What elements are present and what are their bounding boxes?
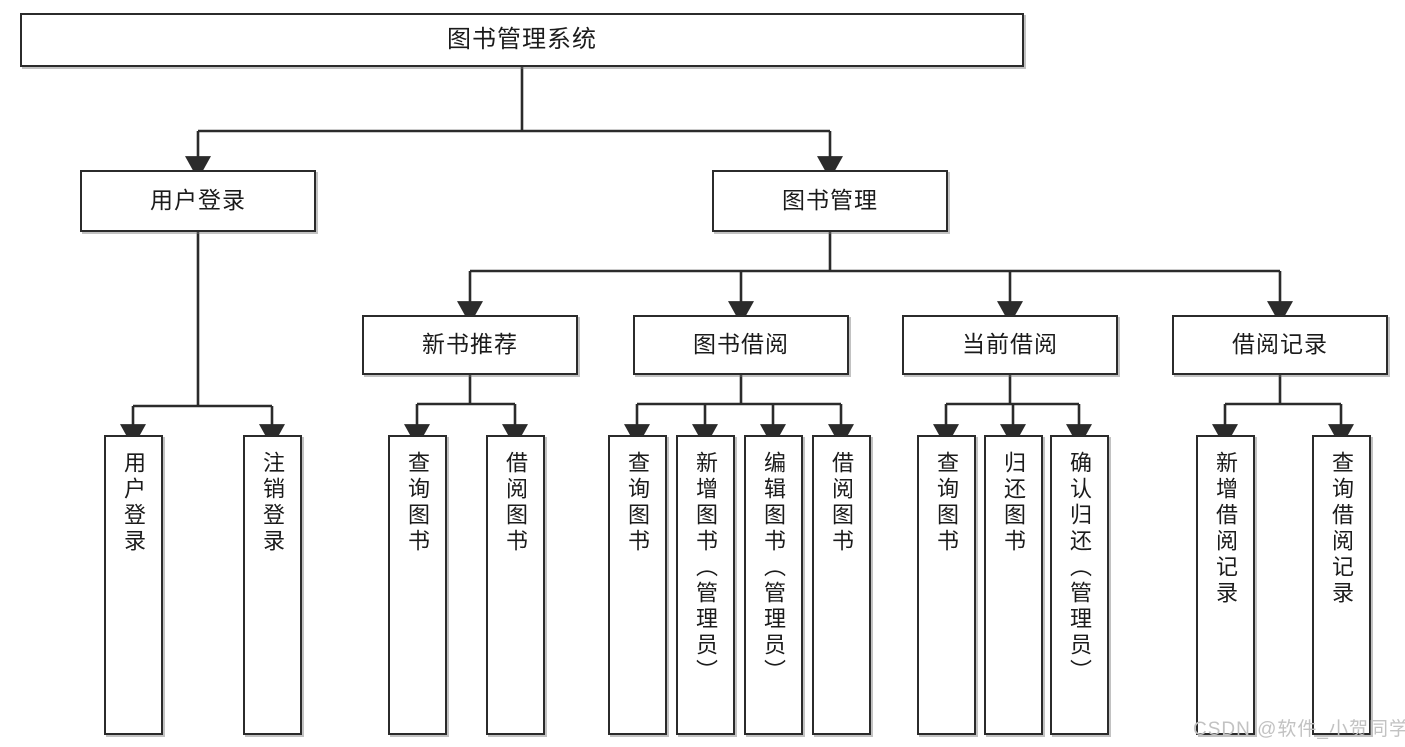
node-label: 归还图书 <box>1001 451 1027 555</box>
node-label: 确认归还（管理员） <box>1067 451 1093 685</box>
node-label: 查询图书 <box>934 451 960 555</box>
watermark: CSDN @软件_小贺同学 <box>1193 719 1405 740</box>
node-user-login[interactable]: 用户登录 <box>80 170 316 232</box>
node-label: 图书管理 <box>782 187 878 214</box>
leaf-user-login[interactable]: 用户登录 <box>104 435 163 735</box>
node-label: 用户登录 <box>150 187 246 214</box>
leaf-query-borrow-record[interactable]: 查询借阅记录 <box>1312 435 1371 735</box>
leaf-add-borrow-record[interactable]: 新增借阅记录 <box>1196 435 1255 735</box>
node-label: 查询借阅记录 <box>1329 451 1355 607</box>
leaf-query-book-borrow[interactable]: 查询图书 <box>608 435 667 735</box>
node-label: 图书借阅 <box>693 331 789 358</box>
node-current-borrow[interactable]: 当前借阅 <box>902 315 1118 375</box>
node-book-management[interactable]: 图书管理 <box>712 170 948 232</box>
node-label: 新增图书（管理员） <box>693 451 719 685</box>
node-label: 新增借阅记录 <box>1213 451 1239 607</box>
node-label: 借阅记录 <box>1232 331 1328 358</box>
node-label: 借阅图书 <box>503 451 529 555</box>
leaf-confirm-return-admin[interactable]: 确认归还（管理员） <box>1050 435 1109 735</box>
node-root-system[interactable]: 图书管理系统 <box>20 13 1024 67</box>
node-label: 借阅图书 <box>829 451 855 555</box>
leaf-add-book-admin[interactable]: 新增图书（管理员） <box>676 435 735 735</box>
node-label: 查询图书 <box>405 451 431 555</box>
leaf-borrow-book-newbook[interactable]: 借阅图书 <box>486 435 545 735</box>
node-label: 编辑图书（管理员） <box>761 451 787 685</box>
leaf-edit-book-admin[interactable]: 编辑图书（管理员） <box>744 435 803 735</box>
leaf-logout[interactable]: 注销登录 <box>243 435 302 735</box>
leaf-return-book[interactable]: 归还图书 <box>984 435 1043 735</box>
node-label: 用户登录 <box>121 451 147 555</box>
node-label: 注销登录 <box>260 451 286 555</box>
leaf-query-book-current[interactable]: 查询图书 <box>917 435 976 735</box>
leaf-borrow-book[interactable]: 借阅图书 <box>812 435 871 735</box>
node-new-book-recommend[interactable]: 新书推荐 <box>362 315 578 375</box>
node-borrow-record[interactable]: 借阅记录 <box>1172 315 1388 375</box>
node-label: 新书推荐 <box>422 331 518 358</box>
node-label: 当前借阅 <box>962 331 1058 358</box>
node-label: 图书管理系统 <box>447 25 597 53</box>
node-label: 查询图书 <box>625 451 651 555</box>
leaf-query-book-newbook[interactable]: 查询图书 <box>388 435 447 735</box>
node-book-borrow[interactable]: 图书借阅 <box>633 315 849 375</box>
